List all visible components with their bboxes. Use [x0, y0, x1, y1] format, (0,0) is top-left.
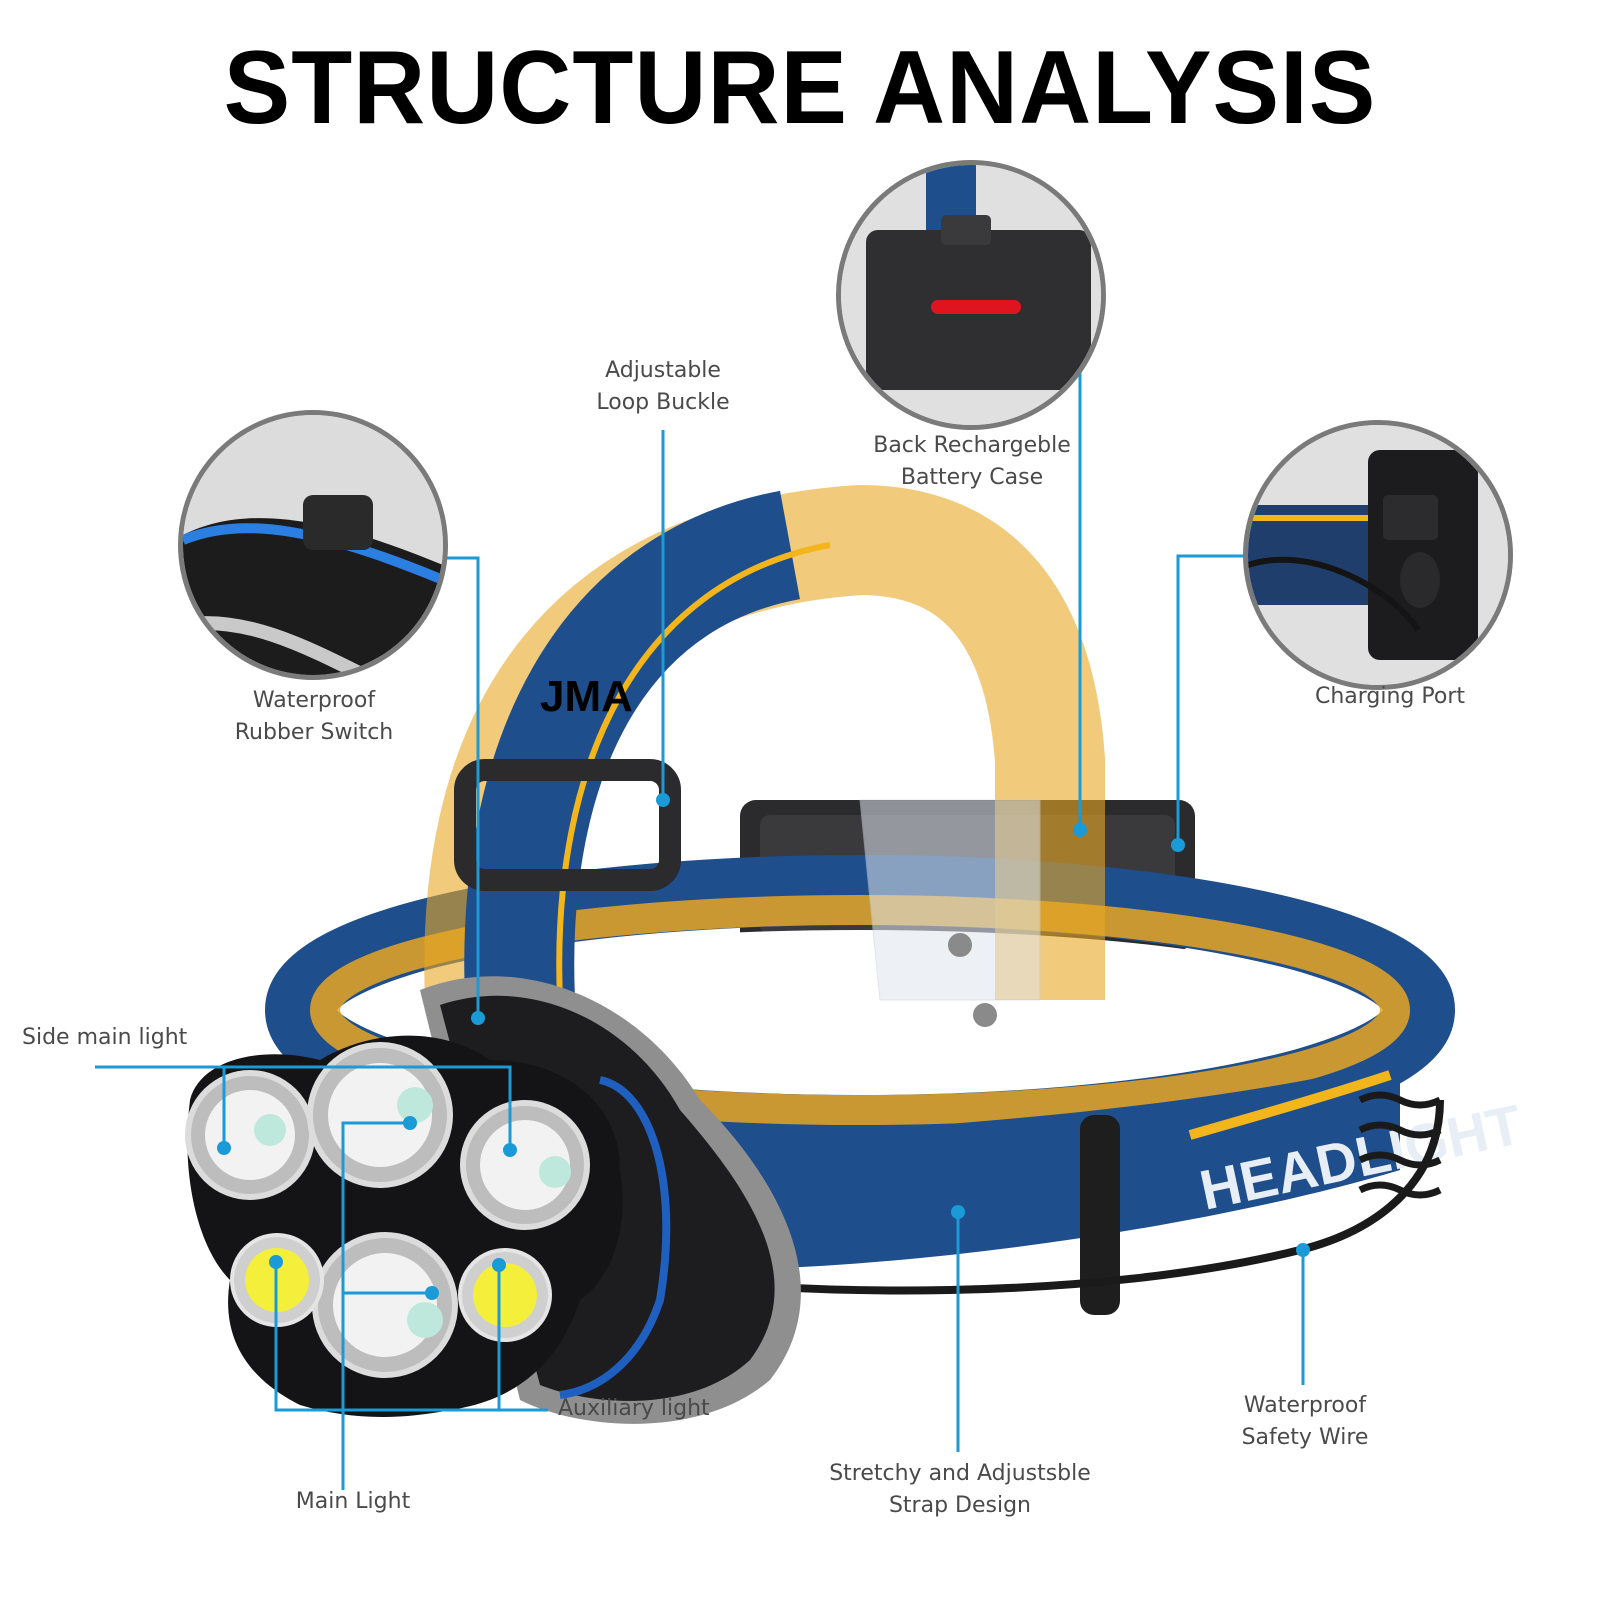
lamp-head: [185, 1035, 671, 1417]
inset-battery-case: [836, 160, 1106, 430]
leader-side-main-light: [95, 1065, 512, 1150]
battery-indicator-led: [931, 300, 1021, 314]
callout-lines: [95, 365, 1305, 1490]
side-main-light-left: [185, 1070, 315, 1200]
label-strap-design: Stretchy and Adjustsble Strap Design: [829, 1461, 1091, 1518]
label-adjustable-loop-buckle: Adjustable Loop Buckle: [596, 358, 730, 415]
leader-charging-port: [1176, 554, 1245, 845]
label-side-main-light: Side main light: [22, 1025, 188, 1050]
leader-auxiliary-light: [274, 1262, 548, 1412]
label-back-battery-case: Back Rechargeble Battery Case: [873, 433, 1071, 490]
leader-main-light: [341, 1121, 410, 1490]
watermark: JMA: [540, 672, 633, 721]
label-charging-port: Charging Port: [1314, 684, 1466, 709]
top-strap: [424, 484, 1105, 1027]
label-waterproof-rubber-switch: Waterproof Rubber Switch: [234, 688, 394, 745]
main-light-bottom: [312, 1232, 458, 1378]
side-main-light-right: [460, 1100, 590, 1230]
label-auxiliary-light: Auxiliary light: [558, 1396, 710, 1421]
rubber-switch-button: [303, 495, 373, 550]
leader-rubber-switch: [440, 556, 480, 1018]
label-waterproof-safety-wire: Waterproof Safety Wire: [1241, 1393, 1369, 1450]
auxiliary-light-right: [458, 1248, 552, 1342]
usb-port-cover: [1383, 495, 1438, 540]
callout-dots: [217, 793, 1310, 1300]
page-title: STRUCTURE ANALYSIS: [223, 30, 1377, 146]
inset-charging-port: [1243, 420, 1513, 690]
label-main-light: Main Light: [295, 1489, 411, 1514]
inset-rubber-switch: [178, 410, 448, 680]
main-light-top: [307, 1042, 453, 1188]
